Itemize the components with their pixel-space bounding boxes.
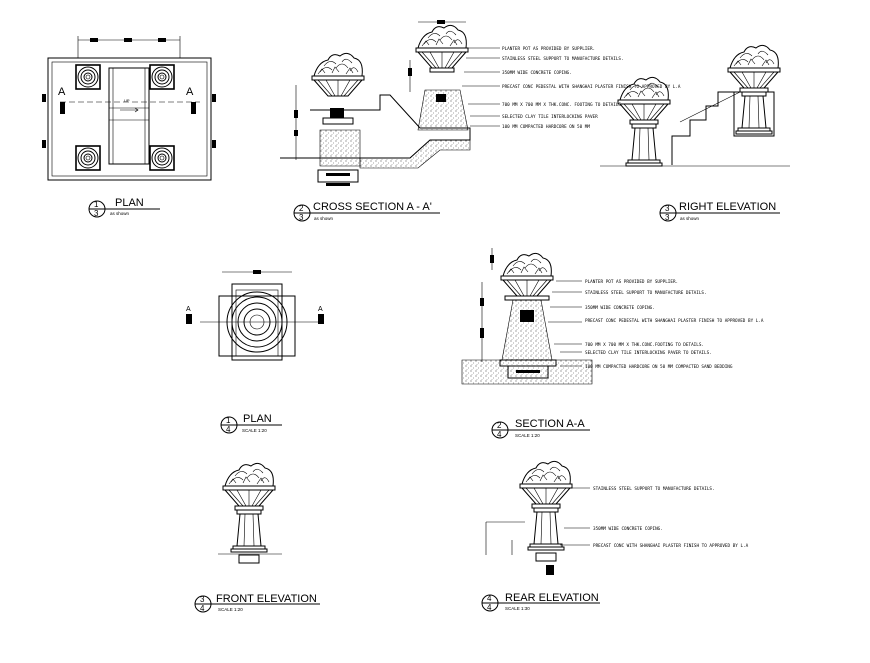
right-elevation-title: RIGHT ELEVATION: [679, 201, 776, 213]
svg-text:SCALE 1:30: SCALE 1:30: [505, 606, 530, 611]
svg-text:SCALE 1:20: SCALE 1:20: [242, 428, 267, 433]
svg-text:SCALE 1:20: SCALE 1:20: [218, 607, 243, 612]
front-elevation-caption: 3 4 FRONT ELEVATION SCALE 1:20: [194, 593, 320, 613]
svg-text:STAINLESS STEEL SUPPORT TO MAN: STAINLESS STEEL SUPPORT TO MANUFACTURE D…: [593, 486, 715, 492]
front-elevation-title: FRONT ELEVATION: [216, 593, 317, 605]
svg-text:as shown: as shown: [680, 216, 700, 221]
svg-text:1: 1: [94, 200, 99, 209]
svg-text:STAINLESS STEEL SUPPORT TO MAN: STAINLESS STEEL SUPPORT TO MANUFACTURE D…: [585, 290, 707, 296]
section-aa-caption: 2 4 SECTION A-A SCALE 1:20: [491, 418, 590, 439]
svg-text:4: 4: [497, 430, 502, 439]
svg-text:2: 2: [497, 421, 502, 430]
rear-elevation-title: REAR ELEVATION: [505, 592, 599, 604]
svg-text:700 MM X 700 MM X THK.CONC. FO: 700 MM X 700 MM X THK.CONC. FOOTING TO D…: [502, 102, 621, 108]
plan-mid-caption: 1 4 PLAN SCALE 1:20: [220, 413, 282, 434]
svg-text:100 MM COMPACTED HARDCORE ON 5: 100 MM COMPACTED HARDCORE ON 50 MM: [502, 124, 590, 130]
section-mark-right: A: [186, 86, 194, 98]
svg-text:PRECAST CONC PEDESTAL WITH SHA: PRECAST CONC PEDESTAL WITH SHANGHAI PLAS…: [585, 318, 764, 324]
cross-section-caption: 2 3 CROSS SECTION A - A' as shown: [293, 201, 440, 222]
svg-text:2: 2: [299, 204, 304, 213]
svg-text:3: 3: [665, 204, 670, 213]
svg-text:350MM WIDE CONCRETE COPING.: 350MM WIDE CONCRETE COPING.: [502, 70, 572, 76]
svg-text:SCALE 1:20: SCALE 1:20: [515, 433, 540, 438]
svg-text:3: 3: [665, 213, 670, 222]
front-elevation-drawing: [218, 462, 282, 564]
svg-text:3: 3: [200, 595, 205, 604]
right-elevation-caption: 3 3 RIGHT ELEVATION as shown: [659, 201, 780, 222]
section-aa-title: SECTION A-A: [515, 418, 585, 430]
section-mark-left: A: [58, 86, 66, 98]
svg-text:350MM WIDE CONCRETE COPING.: 350MM WIDE CONCRETE COPING.: [585, 305, 655, 311]
svg-text:PRECAST CONC PEDESTAL WITH SHA: PRECAST CONC PEDESTAL WITH SHANGHAI PLAS…: [502, 84, 681, 90]
svg-text:3: 3: [94, 209, 99, 218]
up-label: UP: [124, 98, 130, 103]
svg-text:1: 1: [226, 416, 231, 425]
rear-elevation-caption: 4 4 REAR ELEVATION SCALE 1:30: [481, 592, 600, 612]
section-aa-drawing: PLANTER POT AS PROVIDED BY SUPPLIER. STA…: [461, 248, 764, 385]
svg-text:4: 4: [487, 603, 492, 612]
plan-mid-mark-right: A: [318, 306, 323, 313]
svg-text:350MM WIDE CONCRETE COPING.: 350MM WIDE CONCRETE COPING.: [593, 526, 663, 532]
svg-text:100 MM COMPACTED HARDCORE ON 5: 100 MM COMPACTED HARDCORE ON 50 MM COMPA…: [585, 364, 733, 370]
svg-text:PLANTER POT AS PROVIDED BY SUP: PLANTER POT AS PROVIDED BY SUPPLIER.: [585, 279, 678, 285]
svg-text:as shown: as shown: [314, 216, 334, 221]
right-elevation-drawing: [600, 44, 790, 167]
plan-mid-drawing: A A: [186, 270, 324, 361]
plan-mid-title: PLAN: [243, 413, 272, 425]
plan-top-drawing: A A UP: [42, 36, 216, 181]
svg-text:as shown: as shown: [110, 211, 130, 216]
svg-text:700 MM X 700 MM X THK.CONC.FOO: 700 MM X 700 MM X THK.CONC.FOOTING TO DE…: [585, 342, 704, 348]
cross-section-title: CROSS SECTION A - A': [313, 201, 432, 213]
plan-top-caption: 1 3 PLAN as shown: [88, 197, 160, 218]
svg-text:SELECTED CLAY TILE INTERLOCKIN: SELECTED CLAY TILE INTERLOCKING PAVER: [502, 114, 598, 120]
svg-text:STAINLESS STEEL SUPPORT TO MAN: STAINLESS STEEL SUPPORT TO MANUFACTURE D…: [502, 56, 624, 62]
svg-text:3: 3: [299, 213, 304, 222]
svg-text:SELECTED CLAY TILE INTERLOCKIN: SELECTED CLAY TILE INTERLOCKING PAVER TO…: [585, 350, 712, 356]
cross-section-drawing: PLANTER POT AS PROVIDED BY SUPPLIER. STA…: [280, 20, 681, 186]
rear-elevation-drawing: STAINLESS STEEL SUPPORT TO MANUFACTURE D…: [485, 460, 749, 575]
svg-text:PLANTER POT AS PROVIDED BY SUP: PLANTER POT AS PROVIDED BY SUPPLIER.: [502, 46, 595, 52]
svg-text:4: 4: [487, 594, 492, 603]
svg-text:4: 4: [226, 425, 231, 434]
plan-mid-mark-left: A: [186, 306, 191, 313]
plan-top-title: PLAN: [115, 197, 144, 209]
svg-text:4: 4: [200, 604, 205, 613]
svg-text:PRECAST CONC WITH SHANGHAI PLA: PRECAST CONC WITH SHANGHAI PLASTER FINIS…: [593, 543, 749, 549]
